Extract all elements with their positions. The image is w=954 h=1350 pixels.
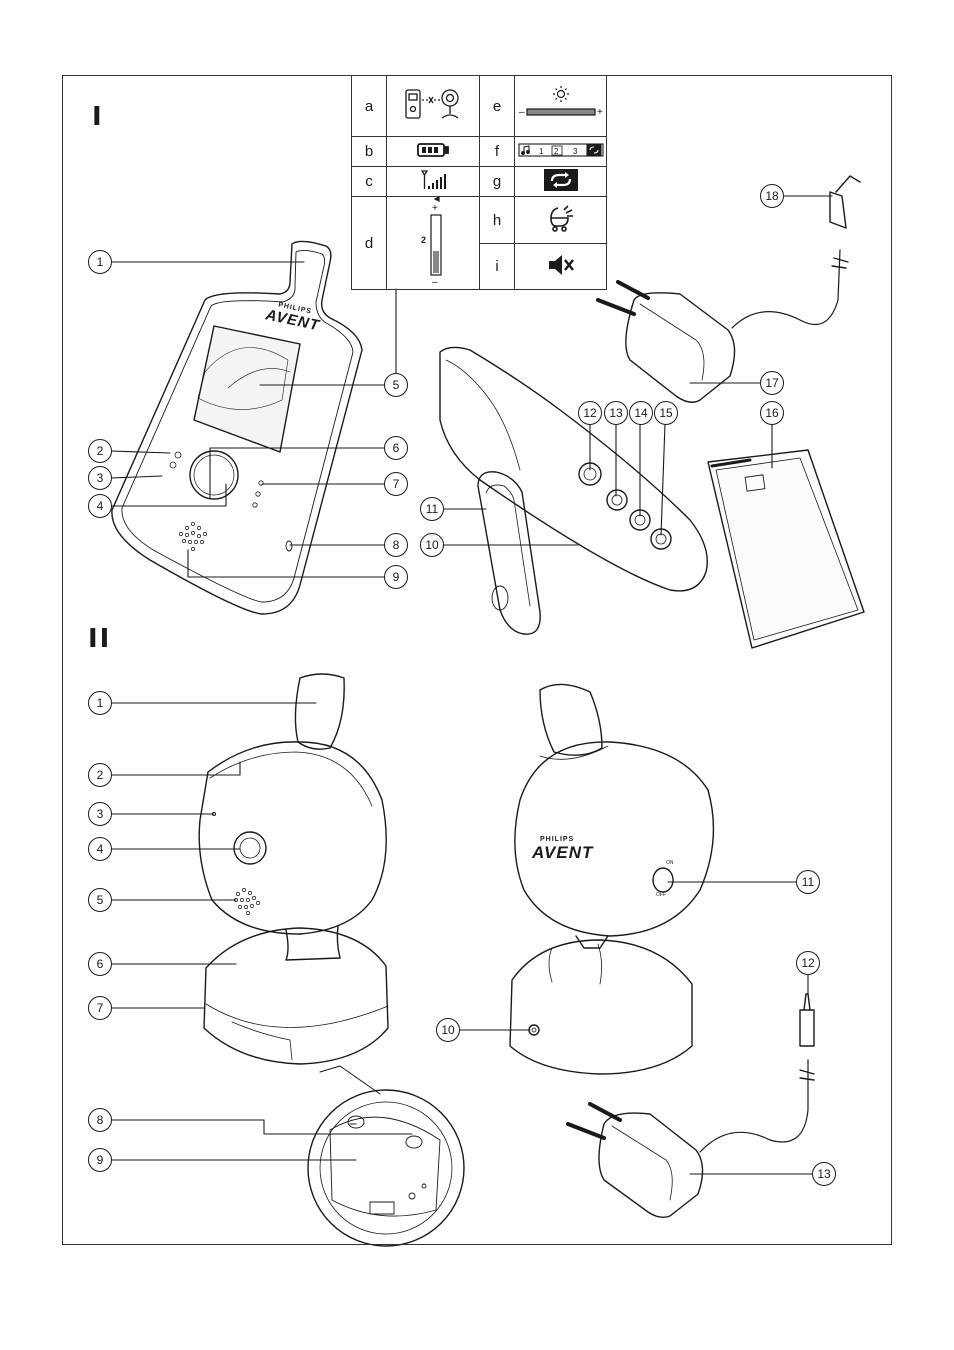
- signal-strength-icon: [386, 166, 480, 197]
- callout-8-baby: 8: [88, 1108, 112, 1132]
- callout-3-parent: 3: [88, 466, 112, 490]
- callout-2-baby: 2: [88, 763, 112, 787]
- speaker-muted-icon: [514, 243, 607, 290]
- baby-unit-front-drawing: [198, 673, 389, 1065]
- baby-unit-brand: PHILIPS AVENT: [532, 836, 593, 863]
- link-lost-icon: [386, 75, 480, 137]
- callout-16-parent: 16: [760, 401, 784, 425]
- brightness-slider-icon: – +: [514, 75, 607, 137]
- volume-level-label: 2: [421, 235, 426, 245]
- volume-bar-icon: + 2 –: [386, 196, 480, 290]
- section-label-parent-unit: I: [92, 102, 104, 132]
- legend-letter-b: b: [351, 136, 387, 167]
- callout-10-baby: 10: [436, 1018, 460, 1042]
- callout-11-baby: 11: [796, 870, 820, 894]
- parent-adapter-drawing: [596, 175, 861, 403]
- legend-letter-c: c: [351, 166, 387, 197]
- lullaby-item-3: 3: [573, 147, 578, 156]
- brightness-minus-label: –: [519, 107, 525, 118]
- lullaby-item-1: 1: [539, 147, 544, 156]
- callout-7-parent: 7: [384, 472, 408, 496]
- legend-letter-g: g: [479, 166, 515, 197]
- legend-letter-e: e: [479, 75, 515, 137]
- callout-7-baby: 7: [88, 996, 112, 1020]
- callout-1-parent: 1: [88, 250, 112, 274]
- legend-letter-d: d: [351, 196, 387, 290]
- switch-off-label: OFF: [656, 892, 666, 898]
- callout-17-parent: 17: [760, 371, 784, 395]
- callout-4-baby: 4: [88, 837, 112, 861]
- callout-18-parent: 18: [760, 184, 784, 208]
- callout-10-parent: 10: [420, 533, 444, 557]
- leader-lines: [110, 195, 833, 1175]
- callout-4-parent: 4: [88, 494, 112, 518]
- baby-unit-back-drawing: [509, 683, 715, 1075]
- callout-6-baby: 6: [88, 952, 112, 976]
- legend-letter-h: h: [479, 196, 515, 244]
- volume-minus-label: –: [432, 277, 438, 285]
- callout-1-baby: 1: [88, 691, 112, 715]
- lullaby-bar-icon: 1 2 3: [514, 136, 607, 167]
- brand-avent-2: AVENT: [532, 843, 594, 862]
- callout-9-baby: 9: [88, 1148, 112, 1172]
- callout-5-baby: 5: [88, 888, 112, 912]
- baby-unit-base-zoom-drawing: [307, 1065, 465, 1247]
- brand-philips-2: PHILIPS: [540, 836, 575, 843]
- callout-12-parent: 12: [578, 401, 602, 425]
- callout-15-parent: 15: [654, 401, 678, 425]
- battery-icon: [386, 136, 480, 167]
- callout-14-parent: 14: [629, 401, 653, 425]
- callout-11-parent: 11: [420, 497, 444, 521]
- callout-13-parent: 13: [604, 401, 628, 425]
- parent-unit-drawing: [111, 240, 363, 615]
- legend-letter-f: f: [479, 136, 515, 167]
- baby-adapter-drawing: [566, 993, 815, 1219]
- callout-2-parent: 2: [88, 439, 112, 463]
- section-label-baby-unit: II: [88, 624, 112, 654]
- brightness-plus-label: +: [597, 107, 603, 118]
- callout-12-baby: 12: [796, 951, 820, 975]
- volume-plus-label: +: [432, 203, 438, 214]
- cot-sound-icon: [514, 196, 607, 244]
- repeat-icon: [514, 166, 607, 197]
- callout-6-parent: 6: [384, 436, 408, 460]
- callout-13-baby: 13: [812, 1162, 836, 1186]
- icon-legend-table: a e – + b: [351, 75, 607, 290]
- callout-3-baby: 3: [88, 802, 112, 826]
- callout-5-parent: 5: [384, 373, 408, 397]
- lullaby-item-2: 2: [554, 147, 559, 156]
- callout-8-parent: 8: [384, 533, 408, 557]
- callout-9-parent: 9: [384, 565, 408, 589]
- switch-on-label: ON: [666, 860, 674, 866]
- legend-letter-a: a: [351, 75, 387, 137]
- legend-letter-i: i: [479, 243, 515, 290]
